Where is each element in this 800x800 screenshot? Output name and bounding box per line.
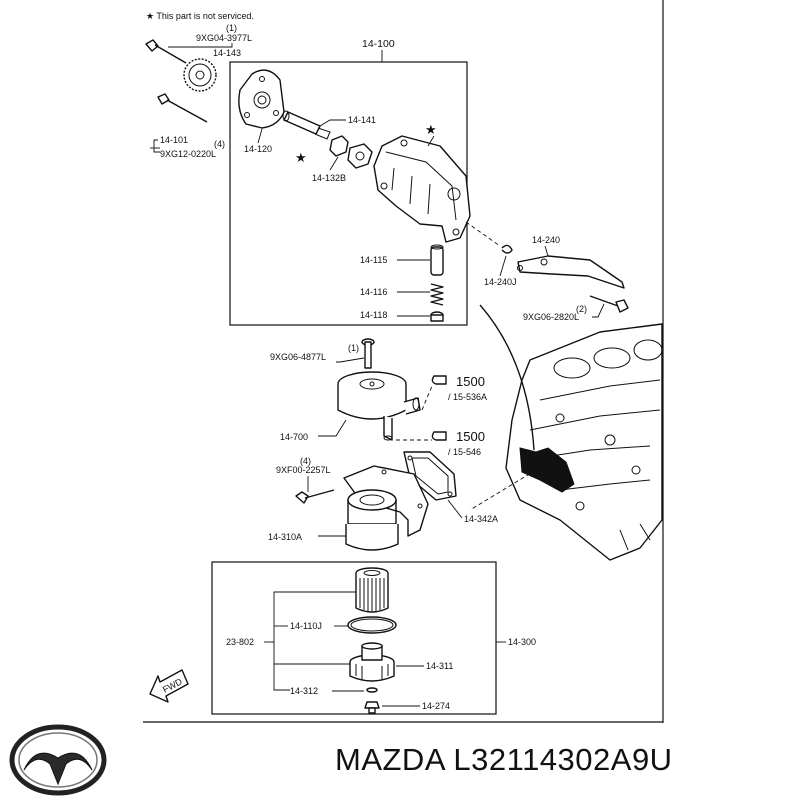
filter-assembly-box <box>211 561 497 715</box>
label-14-700: 14-700 <box>280 432 308 442</box>
label-14-311: 14-311 <box>426 661 453 671</box>
label-bracket-bolt-qty: (4) <box>300 456 311 466</box>
oil-cooler <box>337 371 421 441</box>
relief-plug <box>430 311 444 322</box>
label-14-116: 14-116 <box>360 287 387 297</box>
label-14-310a: 14-310A <box>268 532 302 542</box>
relief-spring <box>430 283 444 306</box>
label-14-120: 14-120 <box>244 144 272 154</box>
cap-o-ring <box>366 687 378 693</box>
label-14-141: 14-141 <box>348 115 376 125</box>
hose-ref-1 <box>421 375 447 411</box>
label-15-536a: / 15-536A <box>448 392 487 402</box>
label-hose-1500-b: 1500 <box>456 429 485 444</box>
label-cooler-bolt-qty: (1) <box>348 343 359 353</box>
label-bolt-top-qty: (1) <box>226 23 237 33</box>
not-serviced-star-1: ★ <box>295 150 307 165</box>
label-bolt-top-pn: 9XG04-3977L <box>196 33 252 43</box>
kit-bracket <box>273 591 290 691</box>
label-15-546: / 15-546 <box>448 447 481 457</box>
filter-o-ring <box>347 616 397 634</box>
oil-pump-body <box>373 135 471 243</box>
label-14-274: 14-274 <box>422 701 450 711</box>
pump-bolt <box>157 93 208 123</box>
label-14-101: 14-101 <box>160 135 188 145</box>
baffle-bolt <box>589 295 629 313</box>
oil-baffle <box>517 255 625 289</box>
label-23-802: 23-802 <box>226 637 254 647</box>
label-14-312: 14-312 <box>290 686 318 696</box>
label-baffle-bolt-qty: (2) <box>576 304 587 314</box>
part-number-title: MAZDA L32114302A9U <box>335 742 673 777</box>
pump-shaft <box>282 110 331 140</box>
pump-cover <box>238 69 285 129</box>
relief-plunger <box>430 244 444 276</box>
cooler-bolt <box>361 338 375 369</box>
hose-ref-2 <box>396 431 447 441</box>
label-14-342a: 14-342A <box>464 514 498 524</box>
mazda-logo-icon <box>9 724 107 796</box>
coupling <box>329 135 373 169</box>
baffle-clip <box>501 244 513 254</box>
label-bolt-left-qty: (4) <box>214 139 225 149</box>
label-14-300: 14-300 <box>508 637 536 647</box>
engine-block <box>505 323 663 561</box>
label-14-132b: 14-132B <box>312 173 346 183</box>
label-14-115: 14-115 <box>360 255 387 265</box>
label-14-118: 14-118 <box>360 310 387 320</box>
label-cooler-bolt-pn: 9XG06-4877L <box>270 352 326 362</box>
label-14-110j: 14-110J <box>290 621 322 631</box>
sprocket-bolt <box>145 39 187 64</box>
not-serviced-note: ★ This part is not serviced. <box>146 11 254 21</box>
sprocket <box>183 58 217 92</box>
drain-plug <box>364 701 380 714</box>
label-bolt-left-pn: 9XG12-0220L <box>160 149 216 159</box>
label-14-240j: 14-240J <box>484 277 517 287</box>
label-14-240: 14-240 <box>532 235 560 245</box>
filter-element <box>355 567 389 613</box>
label-14-143: 14-143 <box>213 48 241 58</box>
label-14-100: 14-100 <box>362 38 395 50</box>
fwd-arrow-icon: FWD <box>149 669 189 703</box>
filter-cap <box>349 642 395 682</box>
label-hose-1500-a: 1500 <box>456 374 485 389</box>
label-baffle-bolt-pn: 9XG06-2820L <box>523 312 579 322</box>
not-serviced-star-2: ★ <box>425 122 437 137</box>
label-bracket-bolt-pn: 9XF00-2257L <box>276 465 331 475</box>
oil-filter-bracket <box>343 465 429 551</box>
location-arrow <box>479 304 535 451</box>
bracket-bolt <box>295 489 335 504</box>
